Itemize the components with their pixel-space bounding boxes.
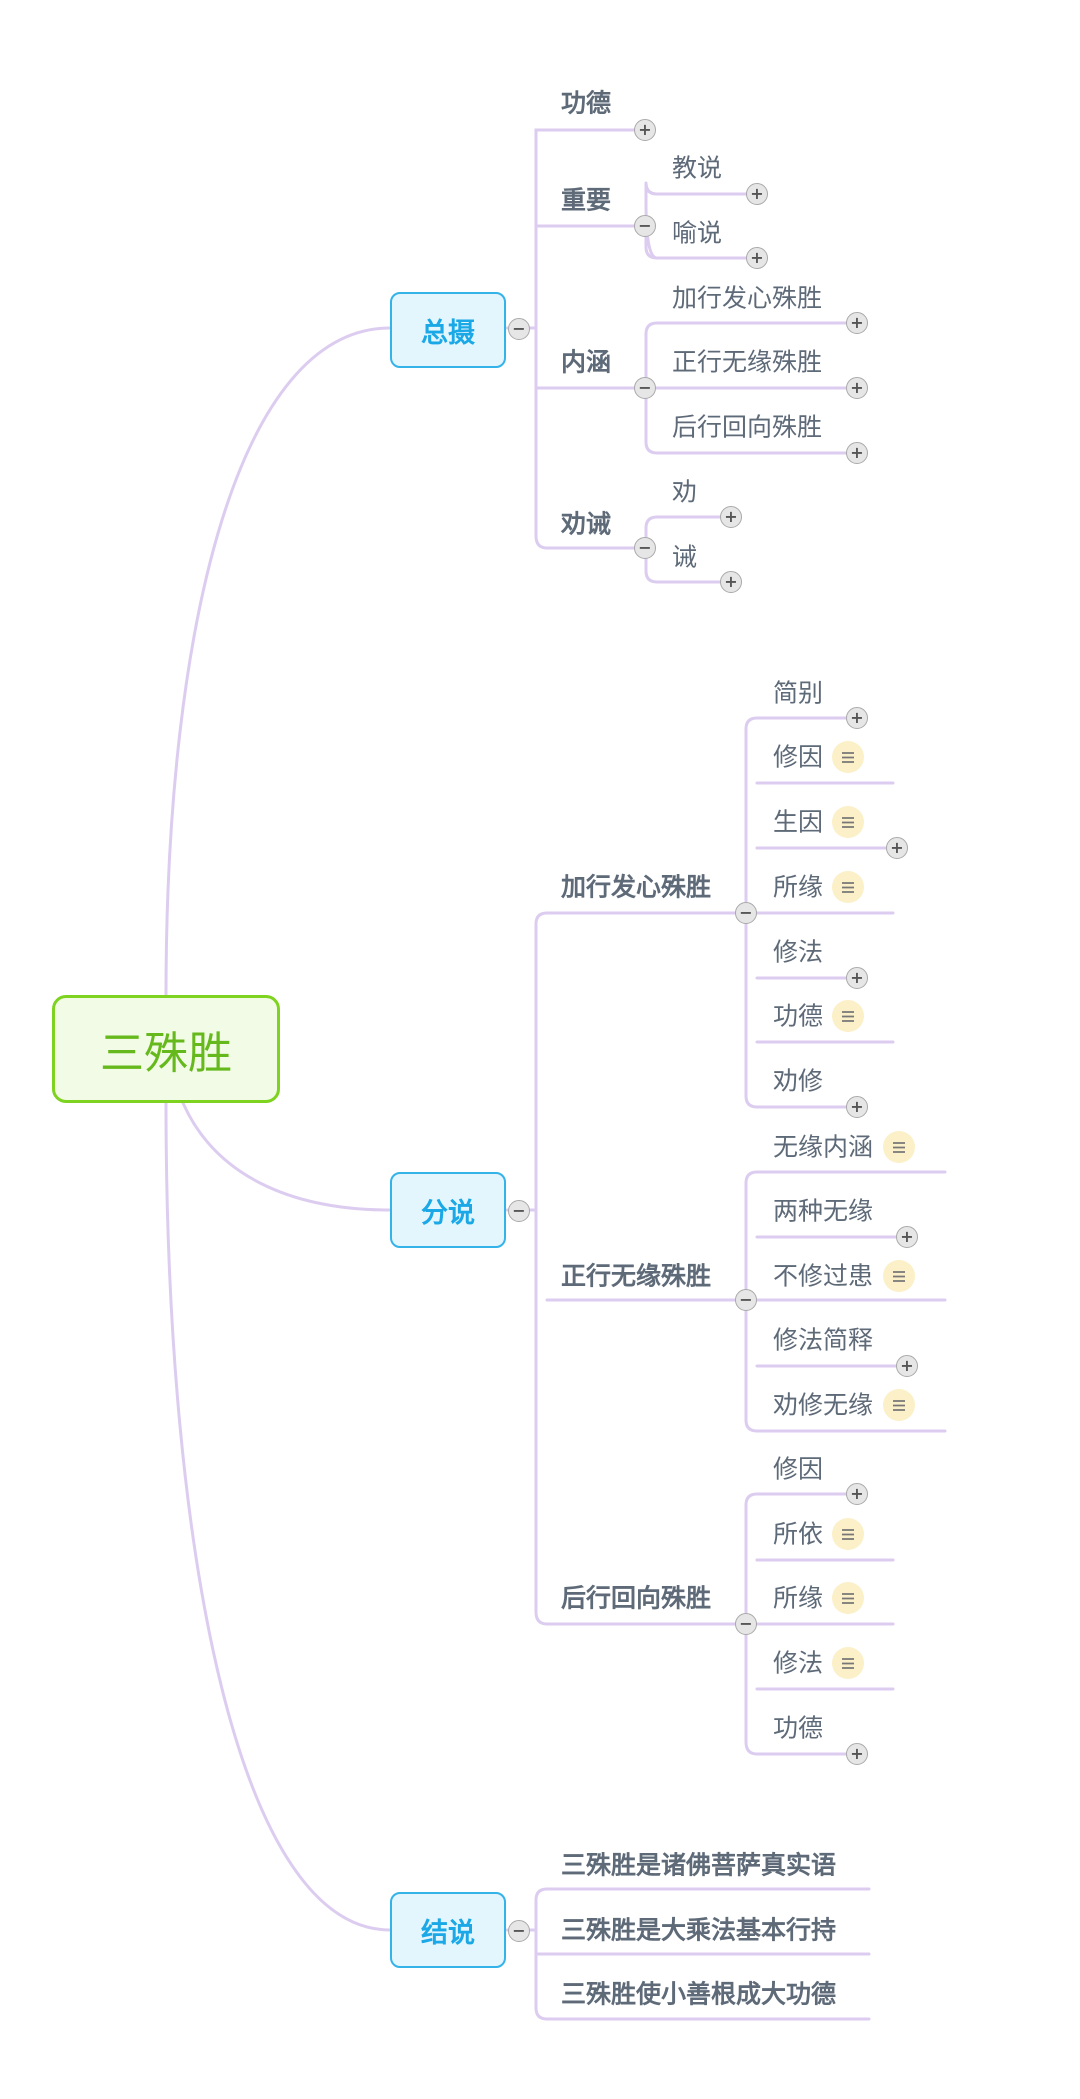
node-shengyin[interactable]: 生因 <box>773 807 824 837</box>
node-suoyuan-2[interactable]: 所缘 <box>773 1583 824 1613</box>
node-suoyi[interactable]: 所依 <box>773 1519 824 1549</box>
subtopic-zhenshi-yu[interactable]: 三殊胜是诸佛菩萨真实语 <box>561 1850 837 1880</box>
node-xiufa-2[interactable]: 修法 <box>773 1648 824 1678</box>
expand-icon[interactable]: + <box>720 506 742 528</box>
expand-icon[interactable]: + <box>846 1096 868 1118</box>
collapse-icon[interactable]: − <box>735 1289 757 1311</box>
expand-icon[interactable]: + <box>634 119 656 141</box>
node-xiufa[interactable]: 修法 <box>773 937 824 967</box>
main-topic-zongshe[interactable]: 总摄 <box>390 292 506 368</box>
subtopic-gongde[interactable]: 功德 <box>561 88 612 118</box>
subtopic-houxing[interactable]: 后行回向殊胜 <box>561 1583 712 1613</box>
node-wuyuan-neihan[interactable]: 无缘内涵 <box>773 1132 874 1162</box>
collapse-icon[interactable]: − <box>634 377 656 399</box>
note-icon[interactable] <box>832 741 864 773</box>
node-jiaxing[interactable]: 加行发心殊胜 <box>672 283 823 313</box>
collapse-icon[interactable]: − <box>735 902 757 924</box>
node-xiufa-jianshi[interactable]: 修法简释 <box>773 1325 874 1355</box>
expand-icon[interactable]: + <box>846 1743 868 1765</box>
expand-icon[interactable]: + <box>846 707 868 729</box>
node-quan[interactable]: 劝 <box>672 477 698 507</box>
node-quanxiu-wuyuan[interactable]: 劝修无缘 <box>773 1390 874 1420</box>
collapse-icon[interactable]: − <box>634 537 656 559</box>
note-icon[interactable] <box>883 1131 915 1163</box>
subtopic-neihan[interactable]: 内涵 <box>561 347 612 377</box>
collapse-icon[interactable]: − <box>735 1613 757 1635</box>
subtopic-da-gongde[interactable]: 三殊胜使小善根成大功德 <box>561 1979 837 2009</box>
expand-icon[interactable]: + <box>846 377 868 399</box>
subtopic-jiaxing[interactable]: 加行发心殊胜 <box>561 872 712 902</box>
expand-icon[interactable]: + <box>846 442 868 464</box>
note-icon[interactable] <box>832 1582 864 1614</box>
node-gongde-2[interactable]: 功德 <box>773 1713 824 1743</box>
collapse-icon[interactable]: − <box>634 215 656 237</box>
node-buxiu-guohuan[interactable]: 不修过患 <box>773 1261 874 1291</box>
expand-icon[interactable]: + <box>846 967 868 989</box>
subtopic-jiben-xingchi[interactable]: 三殊胜是大乘法基本行持 <box>561 1915 837 1945</box>
expand-icon[interactable]: + <box>896 1355 918 1377</box>
note-icon[interactable] <box>832 1000 864 1032</box>
main-topic-jieshuo[interactable]: 结说 <box>390 1892 506 1968</box>
node-jianbie[interactable]: 简别 <box>773 678 824 708</box>
node-zhengxing[interactable]: 正行无缘殊胜 <box>672 347 823 377</box>
node-jiaoshuo[interactable]: 教说 <box>672 153 723 183</box>
node-suoyuan[interactable]: 所缘 <box>773 872 824 902</box>
expand-icon[interactable]: + <box>720 571 742 593</box>
node-yushuo[interactable]: 喻说 <box>672 218 723 248</box>
note-icon[interactable] <box>883 1260 915 1292</box>
main-topic-fenshuo[interactable]: 分说 <box>390 1172 506 1248</box>
collapse-icon[interactable]: − <box>508 318 530 340</box>
expand-icon[interactable]: + <box>846 312 868 334</box>
note-icon[interactable] <box>832 1647 864 1679</box>
node-jie[interactable]: 诫 <box>672 542 698 572</box>
expand-icon[interactable]: + <box>846 1483 868 1505</box>
note-icon[interactable] <box>832 1518 864 1550</box>
expand-icon[interactable]: + <box>896 1226 918 1248</box>
central-topic[interactable]: 三殊胜 <box>52 995 280 1103</box>
node-houxing[interactable]: 后行回向殊胜 <box>672 412 823 442</box>
collapse-icon[interactable]: − <box>508 1200 530 1222</box>
expand-icon[interactable]: + <box>746 247 768 269</box>
collapse-icon[interactable]: − <box>508 1920 530 1942</box>
subtopic-quanjie[interactable]: 劝诫 <box>561 509 612 539</box>
node-xiuyin-2[interactable]: 修因 <box>773 1454 824 1484</box>
node-gongde[interactable]: 功德 <box>773 1001 824 1031</box>
note-icon[interactable] <box>832 806 864 838</box>
node-quanxiu[interactable]: 劝修 <box>773 1066 824 1096</box>
node-liangzhong-wuyuan[interactable]: 两种无缘 <box>773 1196 874 1226</box>
expand-icon[interactable]: + <box>886 837 908 859</box>
expand-icon[interactable]: + <box>746 183 768 205</box>
note-icon[interactable] <box>883 1389 915 1421</box>
node-xiuyin[interactable]: 修因 <box>773 742 824 772</box>
subtopic-zhengxing[interactable]: 正行无缘殊胜 <box>561 1261 712 1291</box>
subtopic-zhongyao[interactable]: 重要 <box>561 185 612 215</box>
note-icon[interactable] <box>832 871 864 903</box>
